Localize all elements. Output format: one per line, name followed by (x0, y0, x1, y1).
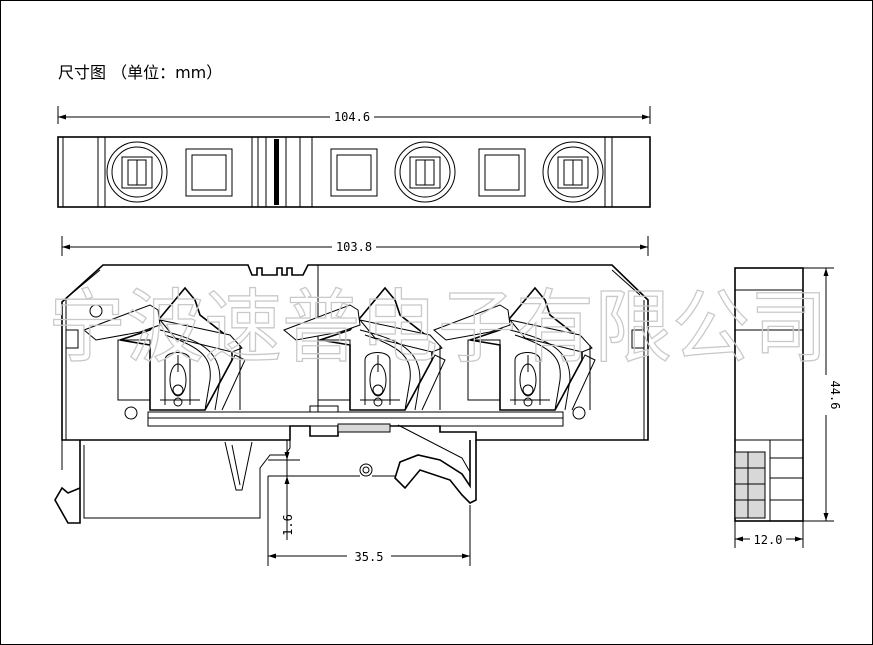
dim-rail-offset: 1.6 (281, 514, 295, 536)
dim-height-group: 44.6 (803, 267, 842, 522)
dim-top-length: 104.6 (334, 110, 370, 124)
dim-rail-width-group: 35.5 (267, 500, 471, 566)
dim-rail-width: 35.5 (355, 550, 384, 564)
spring-clamp (83, 286, 246, 411)
square-opening (478, 148, 526, 197)
round-opening (394, 141, 456, 203)
square-opening (185, 148, 233, 197)
dim-height: 44.6 (828, 381, 842, 410)
side-view (734, 267, 804, 522)
front-view: 103.8 (54, 236, 649, 524)
page-title: 尺寸图 （单位：mm） (58, 63, 222, 82)
square-opening (330, 148, 378, 197)
dim-width: 12.0 (754, 533, 783, 547)
round-opening (106, 141, 168, 203)
dim-rail-offset-group: 1.6 (268, 440, 300, 540)
dim-width-group: 12.0 (734, 521, 804, 548)
round-opening (542, 141, 604, 203)
dim-front-length: 103.8 (336, 240, 372, 254)
top-view: 104.6 (57, 106, 651, 208)
watermark-text: 宁波速普电子有限公司 (48, 281, 828, 374)
